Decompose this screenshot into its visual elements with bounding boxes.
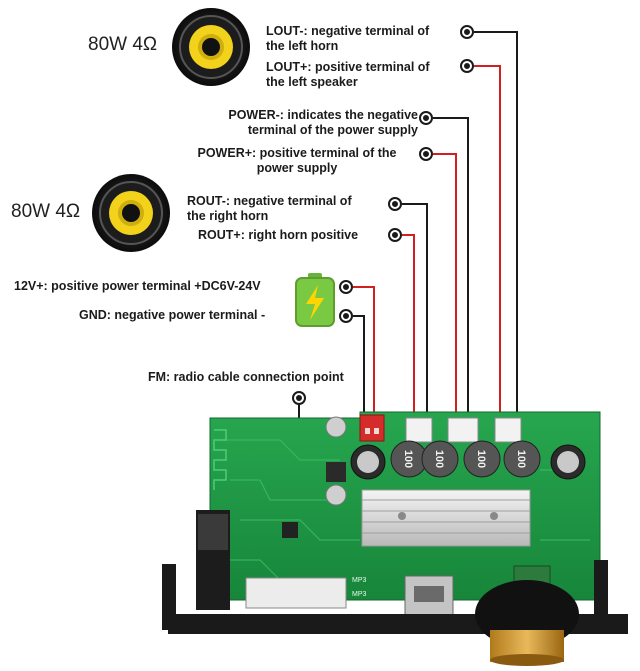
label-12v-plus: 12V+: positive power terminal +DC6V-24V — [14, 279, 261, 293]
chip-label: MP3 — [352, 591, 367, 598]
label-line: the left horn — [266, 39, 339, 53]
inductor-value: 100 — [515, 450, 527, 468]
speaker-rating-top: 80W 4Ω — [88, 34, 158, 55]
inductor-labels: 100 100 100 100 — [402, 450, 527, 468]
label-line: LOUT+: positive terminal of — [266, 60, 430, 74]
label-line: power supply — [256, 161, 338, 175]
terminal-markers — [292, 25, 474, 405]
battery-icon — [295, 273, 335, 327]
label-lout-plus: LOUT+: positive terminal of the left spe… — [266, 60, 430, 90]
pcb-board — [162, 411, 628, 666]
inductor-value: 100 — [433, 450, 445, 468]
label-rout-plus: ROUT+: right horn positive — [198, 228, 359, 242]
chip-label: MP3 — [352, 577, 367, 584]
label-line: POWER-: indicates the negative — [228, 108, 418, 122]
speaker-icon-top — [172, 8, 250, 86]
label-line: LOUT-: negative terminal of — [266, 24, 430, 38]
inductor-value: 100 — [475, 450, 487, 468]
label-line: ROUT-: negative terminal of — [187, 194, 352, 208]
label-lout-minus: LOUT-: negative terminal of the left hor… — [266, 24, 429, 54]
label-line: terminal of the power supply — [247, 123, 418, 137]
label-rout-minus: ROUT-: negative terminal of the right ho… — [187, 194, 352, 224]
label-power-minus: POWER-: indicates the negative terminal … — [212, 108, 418, 138]
label-line: the left speaker — [266, 75, 358, 89]
label-line: POWER+: positive terminal of the — [197, 146, 397, 160]
wires — [298, 31, 518, 482]
inductor-value: 100 — [402, 450, 414, 468]
label-line: the right horn — [187, 209, 269, 223]
speaker-icon-bottom — [92, 174, 170, 252]
label-gnd: GND: negative power terminal - — [79, 308, 266, 322]
label-fm: FM: radio cable connection point — [148, 370, 344, 384]
label-power-plus: POWER+: positive terminal of the power s… — [182, 146, 412, 176]
speaker-rating-bottom: 80W 4Ω — [11, 201, 81, 222]
chip-labels: MP3 MP3 — [352, 577, 367, 598]
